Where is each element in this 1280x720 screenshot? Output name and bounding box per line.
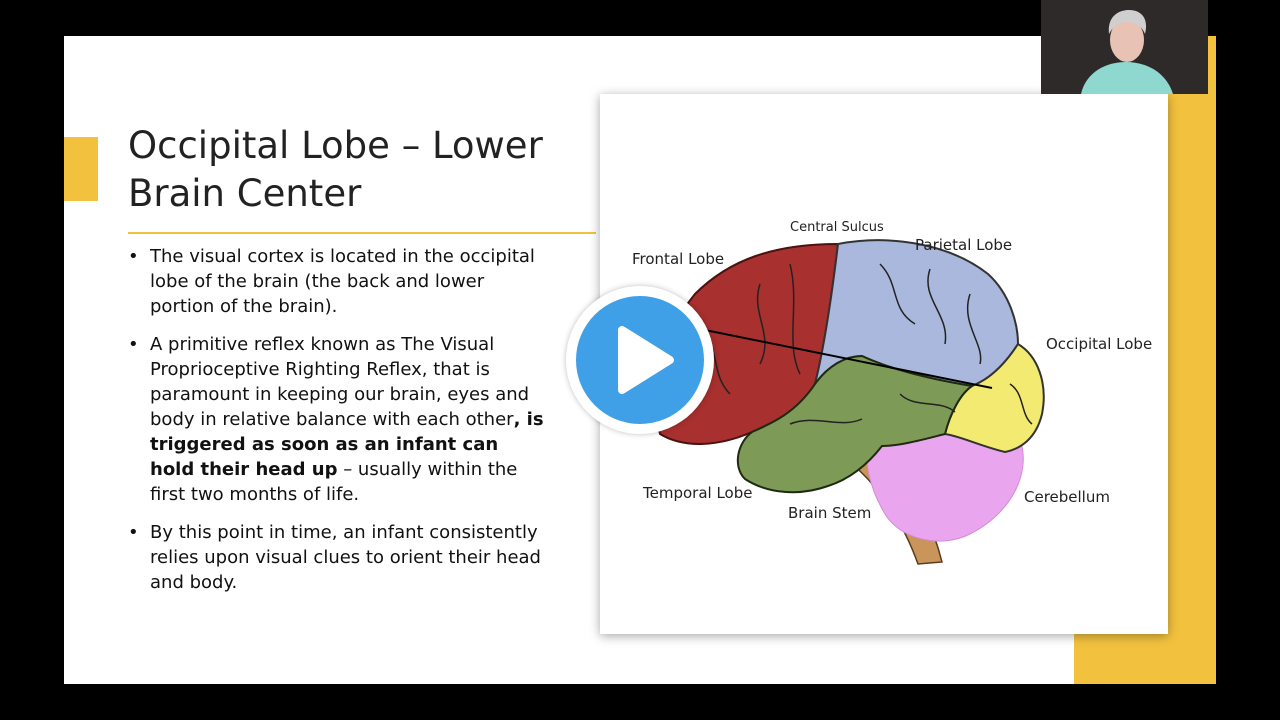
bullet-text: By this point in time, an infant consist… (150, 522, 541, 593)
temporal-lobe-region (736, 354, 975, 494)
bullet-bold-text: , is triggered as soon as an infant can … (150, 409, 544, 480)
presenter-video (1041, 0, 1208, 94)
label-parietal-lobe: Parietal Lobe (915, 236, 1013, 254)
occipital-lobe-region (943, 342, 1045, 454)
label-central-sulcus: Central Sulcus (790, 220, 884, 235)
brain-illustration (600, 239, 1045, 565)
brain-folds (699, 263, 1033, 425)
presenter-webcam-feed (1041, 0, 1208, 94)
bullet-text: – usually within the first two months of… (150, 459, 518, 505)
presentation-slide: Occipital Lobe – Lower Brain Center The … (64, 36, 1216, 684)
slide-title: Occipital Lobe – Lower Brain Center (128, 124, 543, 215)
label-occipital-lobe: Occipital Lobe (1046, 335, 1153, 353)
video-play-button[interactable] (566, 286, 714, 434)
title-accent-mark (64, 137, 98, 201)
bullet-text: A primitive reflex known as The Visual P… (150, 334, 530, 430)
label-frontal-lobe: Frontal Lobe (632, 250, 725, 268)
bullet-list: The visual cortex is located in the occi… (126, 244, 546, 608)
bullet-text: The visual cortex is located in the occi… (150, 246, 535, 317)
bullet-item: By this point in time, an infant consist… (126, 520, 546, 595)
bullet-item: A primitive reflex known as The Visual P… (126, 332, 546, 507)
label-brain-stem: Brain Stem (788, 504, 872, 522)
label-temporal-lobe: Temporal Lobe (643, 484, 753, 502)
label-cerebellum: Cerebellum (1024, 488, 1110, 506)
bullet-item: The visual cortex is located in the occi… (126, 244, 546, 319)
title-underline (128, 232, 596, 234)
play-icon[interactable] (566, 286, 714, 434)
